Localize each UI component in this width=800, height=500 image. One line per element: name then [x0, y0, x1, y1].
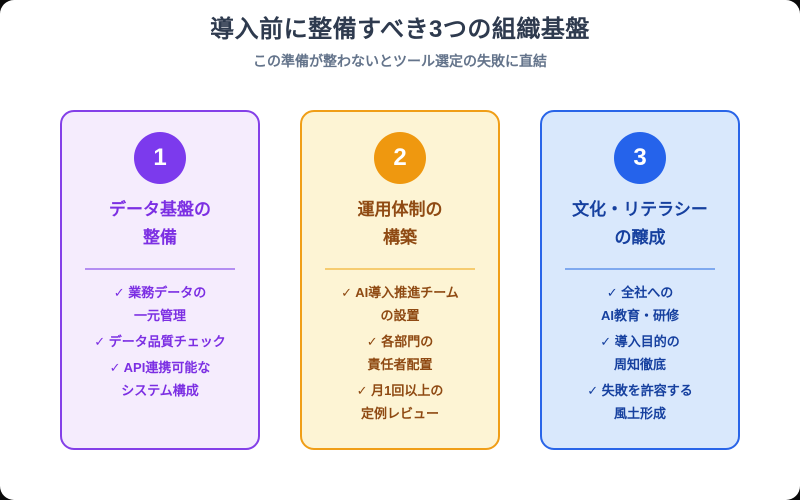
card-title-line: データ基盤の [109, 200, 211, 219]
page-title: 導入前に整備すべき3つの組織基盤 [210, 16, 590, 43]
checklist-item: ✓ 各部門の責任者配置 [302, 330, 498, 376]
checklist-item-line: 定例レビュー [360, 406, 439, 421]
checklist-item: ✓ 全社への AI教育・研修 [542, 281, 738, 327]
checklist-item-line: ✓ 失敗を許容する [587, 383, 693, 398]
checklist-item-line: ✓ AI導入推進チーム [341, 285, 459, 300]
checklist-item: ✓ 導入目的の周知徹底 [542, 330, 738, 376]
checklist-item-line: システム構成 [121, 383, 199, 398]
checklist-item-line: ✓ データ品質チェック [94, 334, 226, 349]
checklist-item: ✓ AI導入推進チームの設置 [302, 281, 498, 327]
card-title: データ基盤の整備 [62, 196, 258, 252]
checklist-item-line: ✓ 各部門の [366, 334, 434, 349]
checklist: ✓ AI導入推進チームの設置✓ 各部門の責任者配置✓ 月1回以上の定例レビュー [302, 281, 498, 425]
checklist-item: ✓ 失敗を許容する風土形成 [542, 379, 738, 425]
checklist-item-line: 一元管理 [133, 308, 186, 323]
card-title-line: 文化・リテラシー [572, 200, 708, 219]
checklist-item-line: の設置 [380, 308, 420, 323]
checklist-item-line: ✓ 業務データの [113, 285, 207, 300]
checklist-item-line: 責任者配置 [367, 357, 433, 372]
step-number-badge: 3 [614, 132, 666, 184]
page-subtitle: この準備が整わないとツール選定の失敗に直結 [253, 53, 547, 69]
checklist: ✓ 業務データの一元管理 ✓ データ品質チェック ✓ API連携可能なシステム構成 [62, 281, 258, 402]
card-title: 文化・リテラシーの醸成 [542, 196, 738, 252]
checklist-item-line: ✓ 導入目的の [600, 334, 680, 349]
step-number-badge: 1 [134, 132, 186, 184]
card-title-line: の醸成 [614, 228, 666, 247]
checklist-item-line: ✓ API連携可能な [109, 360, 211, 375]
card-data-foundation: 1 データ基盤の整備 ✓ 業務データの一元管理 ✓ データ品質チェック ✓ API連携可… [60, 110, 260, 450]
card-title-line: 運用体制の [357, 200, 443, 219]
checklist-item: ✓ 業務データの一元管理 [62, 281, 258, 327]
checklist-item-line: 周知徹底 [613, 357, 666, 372]
card-divider [85, 268, 235, 270]
card-title: 運用体制の構築 [302, 196, 498, 252]
checklist-item-line: AI教育・研修 [600, 308, 679, 323]
card-title-line: 整備 [143, 228, 177, 247]
checklist-item-line: ✓ 全社への [606, 285, 674, 300]
card-title-line: 構築 [383, 228, 417, 247]
checklist-item: ✓ API連携可能なシステム構成 [62, 356, 258, 402]
step-number-badge: 2 [374, 132, 426, 184]
checklist-item: ✓ 月1回以上の定例レビュー [302, 379, 498, 425]
card-divider [565, 268, 715, 270]
checklist-item: ✓ データ品質チェック [62, 330, 258, 353]
checklist-item-line: ✓ 月1回以上の [356, 383, 444, 398]
card-divider [325, 268, 475, 270]
checklist-item-line: 風土形成 [613, 406, 666, 421]
cards-row: 1 データ基盤の整備 ✓ 業務データの一元管理 ✓ データ品質チェック ✓ API連携可… [60, 110, 740, 450]
